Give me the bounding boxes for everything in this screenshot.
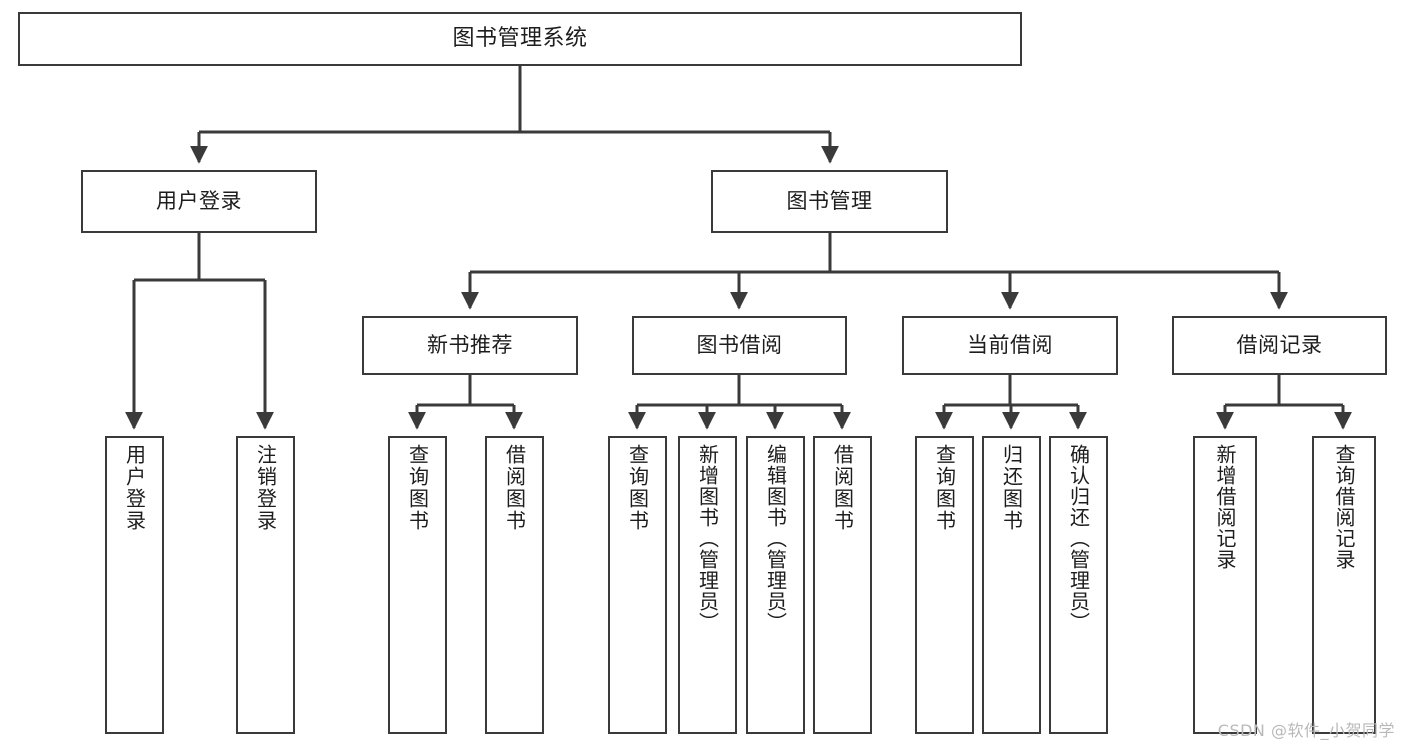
csdn-watermark: CSDN @软件_小贺同学 [1217, 721, 1395, 740]
node-leaf-edit-book-admin[interactable]: 编辑图书（管理员） [746, 436, 805, 734]
node-borrow-records-label: 借阅记录 [1236, 333, 1323, 358]
node-leaf-logout-label: 注销登录 [253, 444, 278, 532]
node-leaf-borrow-books[interactable]: 借阅图书 [813, 436, 872, 734]
node-leaf-borrow-query-books-label: 查询图书 [625, 444, 650, 532]
node-leaf-confirm-return-admin-label: 确认归还（管理员） [1066, 444, 1091, 633]
node-book-borrow[interactable]: 图书借阅 [632, 316, 847, 375]
node-leaf-logout[interactable]: 注销登录 [236, 436, 295, 734]
node-leaf-add-book-admin-label: 新增图书（管理员） [695, 444, 720, 633]
node-leaf-user-login-label: 用户登录 [122, 444, 147, 532]
node-leaf-query-borrow-record-label: 查询借阅记录 [1332, 444, 1356, 570]
node-leaf-newbook-borrow-books[interactable]: 借阅图书 [485, 436, 544, 734]
node-leaf-add-borrow-record[interactable]: 新增借阅记录 [1193, 436, 1257, 734]
node-leaf-borrow-books-label: 借阅图书 [830, 444, 855, 532]
node-current-borrow[interactable]: 当前借阅 [902, 316, 1118, 375]
node-leaf-edit-book-admin-label: 编辑图书（管理员） [763, 444, 788, 633]
node-root-system[interactable]: 图书管理系统 [18, 12, 1022, 66]
node-leaf-borrow-query-books[interactable]: 查询图书 [608, 436, 667, 734]
node-leaf-user-login[interactable]: 用户登录 [105, 436, 164, 734]
node-book-management[interactable]: 图书管理 [711, 170, 948, 233]
node-book-borrow-label: 图书借阅 [696, 333, 783, 358]
node-leaf-confirm-return-admin[interactable]: 确认归还（管理员） [1049, 436, 1108, 734]
node-leaf-current-query-books-label: 查询图书 [932, 444, 957, 532]
node-leaf-newbook-query-books[interactable]: 查询图书 [388, 436, 447, 734]
node-leaf-newbook-borrow-books-label: 借阅图书 [502, 444, 527, 532]
node-leaf-return-books[interactable]: 归还图书 [982, 436, 1041, 734]
node-new-book-recommend-label: 新书推荐 [427, 333, 513, 358]
node-borrow-records[interactable]: 借阅记录 [1172, 316, 1387, 375]
node-leaf-add-book-admin[interactable]: 新增图书（管理员） [678, 436, 737, 734]
node-new-book-recommend[interactable]: 新书推荐 [362, 316, 578, 375]
node-root-system-label: 图书管理系统 [452, 26, 588, 52]
node-user-login-label: 用户登录 [156, 189, 242, 214]
node-leaf-return-books-label: 归还图书 [999, 444, 1024, 532]
node-book-management-label: 图书管理 [786, 189, 873, 214]
node-leaf-query-borrow-record[interactable]: 查询借阅记录 [1312, 436, 1376, 734]
node-leaf-newbook-query-books-label: 查询图书 [405, 444, 430, 532]
node-current-borrow-label: 当前借阅 [967, 333, 1053, 358]
node-user-login[interactable]: 用户登录 [81, 170, 317, 233]
node-leaf-current-query-books[interactable]: 查询图书 [915, 436, 974, 734]
node-leaf-add-borrow-record-label: 新增借阅记录 [1213, 444, 1237, 570]
